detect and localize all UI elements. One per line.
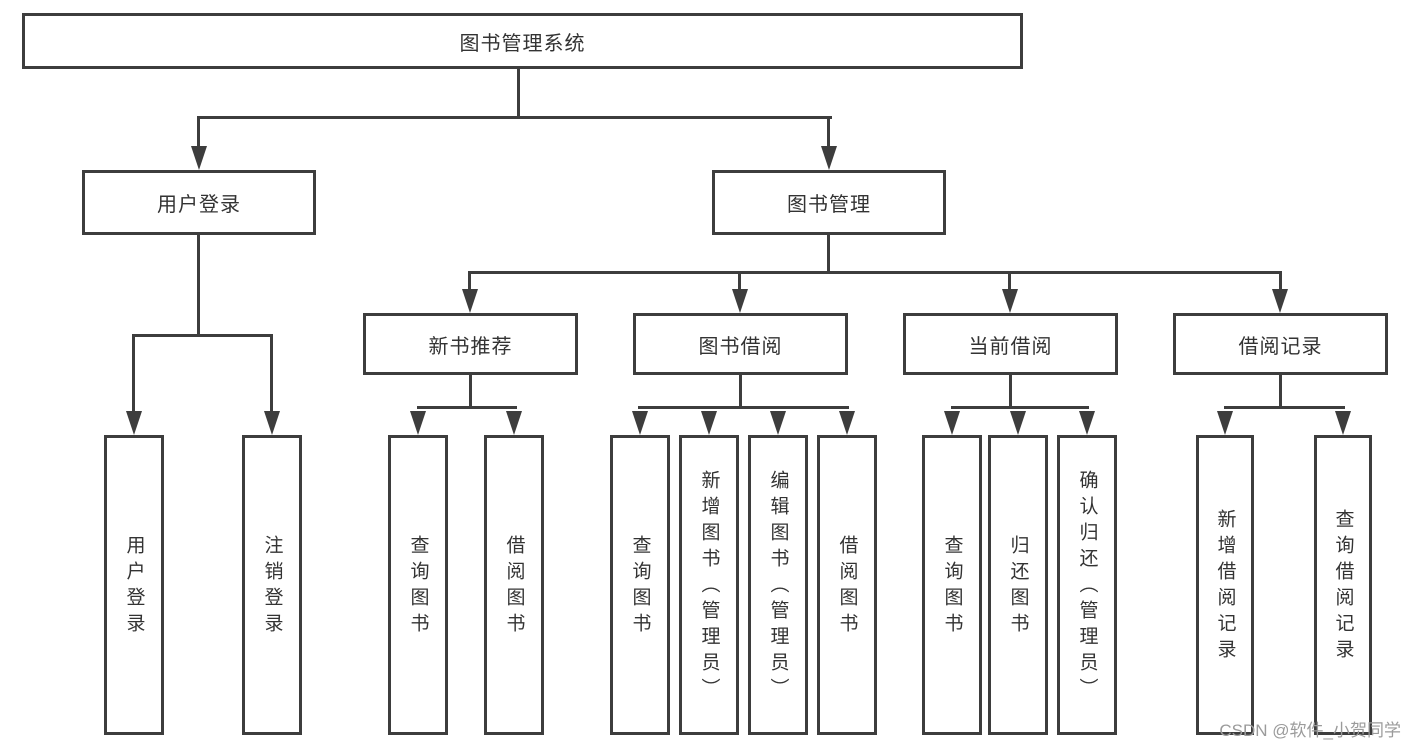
connector-current-borrowing-stem — [1009, 375, 1012, 408]
node-query-books: 查询图书 — [610, 435, 670, 735]
connector-user-login-branch — [132, 334, 273, 337]
node-book-borrowing: 图书借阅 — [633, 313, 848, 375]
connector-to-user-login — [197, 116, 200, 148]
arrowhead-down — [264, 411, 280, 435]
arrowhead-down — [944, 411, 960, 435]
node-add-books-admin: 新增图书（管理员） — [679, 435, 739, 735]
watermark: CSDN @软件_小贺同学 — [1219, 721, 1401, 740]
arrowhead-down — [1002, 289, 1018, 313]
arrowhead-down — [701, 411, 717, 435]
arrowhead-down — [410, 411, 426, 435]
connector-root-stem — [517, 68, 520, 118]
connector-to-book-management — [827, 116, 830, 148]
connector-root-branch — [197, 116, 832, 119]
connector-new-book-stem — [469, 375, 472, 408]
connector-borrowing-records-branch — [1224, 406, 1345, 409]
node-query-books: 查询图书 — [388, 435, 448, 735]
arrowhead-down — [126, 411, 142, 435]
node-query-borrow-record: 查询借阅记录 — [1314, 435, 1372, 735]
node-edit-books-admin: 编辑图书（管理员） — [748, 435, 808, 735]
arrowhead-down — [1335, 411, 1351, 435]
connector-to-new-book — [468, 271, 471, 291]
arrowhead-down — [1010, 411, 1026, 435]
node-new-book-recommendation: 新书推荐 — [363, 313, 578, 375]
connector-book-borrowing-stem — [739, 375, 742, 408]
node-borrow-books: 借阅图书 — [484, 435, 544, 735]
arrowhead-down — [732, 289, 748, 313]
node-logout-leaf: 注销登录 — [242, 435, 302, 735]
connector-to-current-borrowing — [1008, 271, 1011, 291]
connector-current-borrowing-branch — [951, 406, 1089, 409]
arrowhead-down — [191, 146, 207, 170]
connector-to-logout-leaf — [270, 334, 273, 413]
node-current-borrowing: 当前借阅 — [903, 313, 1118, 375]
node-add-borrow-record: 新增借阅记录 — [1196, 435, 1254, 735]
connector-book-management-stem — [827, 235, 830, 274]
arrowhead-down — [1217, 411, 1233, 435]
node-query-books: 查询图书 — [922, 435, 982, 735]
arrowhead-down — [839, 411, 855, 435]
node-borrow-books: 借阅图书 — [817, 435, 877, 735]
arrowhead-down — [1079, 411, 1095, 435]
arrowhead-down — [506, 411, 522, 435]
connector-user-login-stem — [197, 235, 200, 336]
connector-to-book-borrowing — [738, 271, 741, 291]
connector-borrowing-records-stem — [1279, 375, 1282, 408]
connector-new-book-branch — [417, 406, 517, 409]
node-book-management: 图书管理 — [712, 170, 946, 235]
node-borrowing-records: 借阅记录 — [1173, 313, 1388, 375]
connector-to-borrowing-records — [1279, 271, 1282, 291]
arrowhead-down — [770, 411, 786, 435]
arrowhead-down — [632, 411, 648, 435]
arrowhead-down — [821, 146, 837, 170]
node-confirm-return-admin: 确认归还（管理员） — [1057, 435, 1117, 735]
connector-book-borrowing-branch — [638, 406, 849, 409]
node-user-login-leaf: 用户登录 — [104, 435, 164, 735]
node-user-login: 用户登录 — [82, 170, 316, 235]
arrowhead-down — [1272, 289, 1288, 313]
connector-to-user-login-leaf — [132, 334, 135, 413]
arrowhead-down — [462, 289, 478, 313]
node-library-management-system: 图书管理系统 — [22, 13, 1023, 69]
connector-book-management-branch — [468, 271, 1282, 274]
node-return-books: 归还图书 — [988, 435, 1048, 735]
